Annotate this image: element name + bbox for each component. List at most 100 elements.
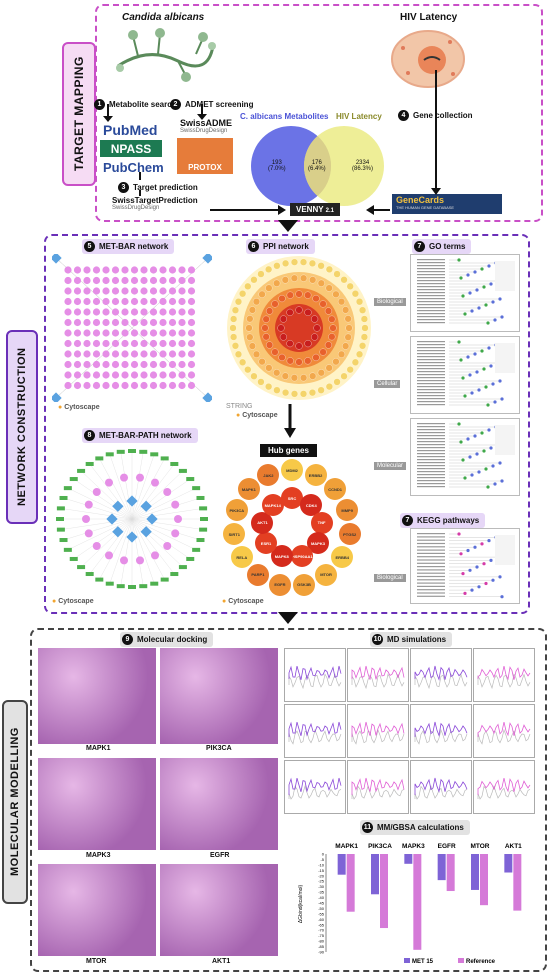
metabolite-node [140,350,148,358]
term-dot [487,428,491,432]
edge [131,518,144,587]
term-label-placeholder [417,468,445,470]
term-dot [484,581,488,586]
metabolite-node [159,318,167,327]
term-dot [487,346,491,350]
metabolite-node [187,308,196,316]
edge [131,478,191,520]
ppi-node [248,342,256,350]
string-logo: STRING [226,403,253,410]
metabolite-node [149,381,158,390]
metabolite-node [178,308,186,316]
ppi-node [340,372,348,380]
term-dot [457,340,461,344]
y-tick-label: -75 [318,933,325,938]
ppi-node [311,333,319,341]
term-label-placeholder [417,459,445,461]
term-label-placeholder [417,341,445,343]
ppi-node [258,358,266,366]
md-trace-met15 [477,721,531,737]
ppi-node [319,300,327,308]
ppi-node [360,315,368,323]
metabolite-node [111,308,120,316]
term-dot [473,545,477,549]
metabolite-node [83,318,91,327]
pathway-node [170,572,179,577]
metabolite-node [92,541,101,550]
metabolite-node [168,297,177,306]
mmgbsa-bar [446,854,455,892]
legend-box [495,425,515,455]
edge [131,518,204,530]
term-label-placeholder [417,265,445,267]
term-dot [500,397,504,401]
md-plot [347,648,409,702]
ppi-node [351,290,359,298]
ppi-node [278,353,286,361]
y-tick-label: -45 [318,901,325,906]
ppi-node [244,366,252,374]
term-label-placeholder [417,592,445,594]
hub-gene-node: MAPK8 [270,545,293,568]
ppi-node [324,341,332,349]
metabolite-node [64,371,72,379]
y-tick-label: -60 [318,917,325,922]
npass-logo: NPASS [100,140,162,157]
term-label-placeholder [417,350,445,352]
metabolite-node [111,266,120,274]
term-label-placeholder [417,307,445,309]
ppi-node [266,307,274,315]
term-dot [475,370,479,374]
ppi-node [257,270,265,278]
ppi-node [317,262,325,270]
hub-gene-node: MMP9 [336,499,359,522]
metabolite-node [187,297,196,306]
ppi-node [342,342,350,350]
term-label-placeholder [417,444,445,446]
ppi-node [250,372,258,380]
metabolite-node [64,287,72,295]
metabolite-node [73,360,82,369]
metabolite-node [159,266,167,274]
metabolite-node [83,371,91,379]
term-dot [459,276,463,280]
metabolite-node [178,360,186,369]
y-tick-label: -20 [318,873,325,878]
md-plot [473,648,535,702]
metabolite-node [149,266,158,274]
metabolite-node [140,381,148,390]
metabolite-node [102,371,110,379]
term-dot [482,562,486,566]
ppi-node [355,350,364,358]
md-trace-reference [288,673,342,690]
term-label-placeholder [417,559,445,561]
pathway-node [192,547,201,552]
ppi-node [325,364,333,372]
pubchem-logo: PubChem [103,160,164,175]
y-tick-label: -55 [318,911,325,916]
term-label-placeholder [417,347,445,349]
pathway-node [63,547,72,552]
cytoscape-logo-2: ● Cytoscape [236,412,278,419]
term-label-placeholder [417,319,445,321]
md-trace-reference [414,728,468,745]
metabolite-node [102,308,110,316]
metabolite-node [178,287,186,295]
term-dot [489,282,493,286]
metabolite-node [73,318,82,327]
edge [99,518,133,580]
mmgbsa-chart: 0-5-10-15-20-25-30-35-40-45-50-55-60-65-… [298,843,522,965]
term-label-placeholder [417,462,445,464]
metabolite-node [121,318,129,327]
go-tag-cellular: Cellular [374,380,401,388]
metabolite-node [102,266,110,274]
md-plot [347,704,409,758]
pathway-node [150,581,159,586]
pathway-node [128,585,136,589]
metabolite-node [159,308,167,316]
term-dot [470,588,474,592]
md-trace-reference [351,728,405,745]
metabolite-node [92,287,101,295]
metabolite-node [151,551,159,560]
